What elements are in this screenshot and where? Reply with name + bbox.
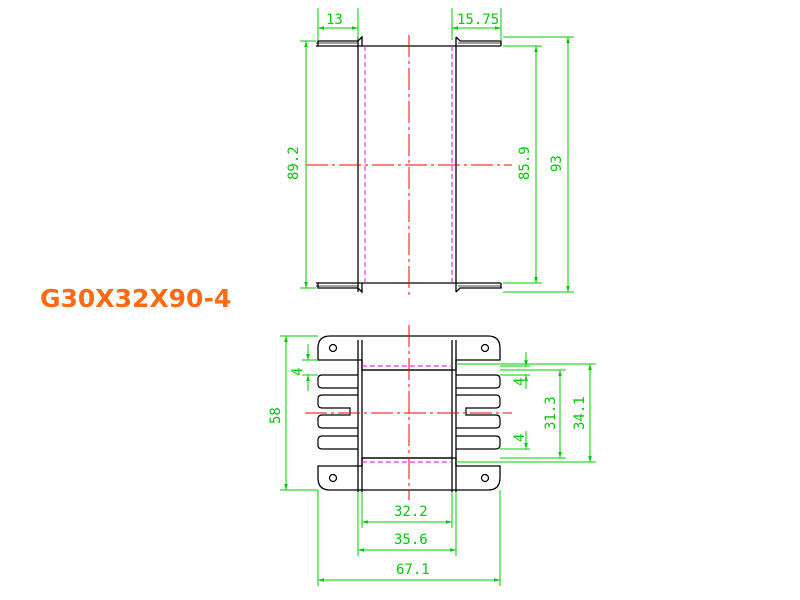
centerlines bbox=[306, 35, 512, 295]
right-comb-fins bbox=[456, 374, 501, 450]
top-dimension-text: 58 4 4 4 31.3 34.1 32.2 35.6 67.1 bbox=[268, 368, 588, 578]
top-hidden-lines bbox=[362, 365, 452, 463]
dim-window: 85.9 bbox=[517, 146, 533, 180]
dim-core-width: 32.2 bbox=[394, 504, 428, 520]
dim-bobbin-width: 35.6 bbox=[394, 532, 428, 548]
dim-slot: 4 bbox=[290, 368, 306, 376]
hole-icon bbox=[480, 473, 490, 483]
top-centerlines bbox=[305, 325, 512, 500]
hole-icon bbox=[328, 343, 338, 353]
core-window bbox=[362, 369, 452, 459]
dim-slot-right-lower: 4 bbox=[512, 434, 528, 442]
top-dimensions bbox=[280, 335, 596, 586]
dim-overall-inner: 89.2 bbox=[286, 146, 302, 180]
mounting-holes bbox=[328, 343, 490, 483]
dim-flange-left: 13 bbox=[326, 12, 343, 28]
dim-core-height: 31.3 bbox=[543, 396, 559, 430]
hole-icon bbox=[480, 343, 490, 353]
dim-flange-right: 15.75 bbox=[457, 12, 499, 28]
dim-overall: 93 bbox=[549, 155, 565, 172]
core-walls bbox=[357, 340, 457, 492]
part-number-label: G30X32X90-4 bbox=[40, 284, 232, 313]
dim-overall-width: 67.1 bbox=[396, 562, 430, 578]
left-comb-fins bbox=[317, 374, 358, 450]
side-dimensions bbox=[300, 8, 574, 293]
dim-slot-right-upper: 4 bbox=[512, 378, 528, 386]
top-view: 58 4 4 4 31.3 34.1 32.2 35.6 67.1 bbox=[268, 325, 596, 586]
side-dimension-text: 13 15.75 89.2 85.9 93 bbox=[286, 12, 565, 180]
hole-icon bbox=[328, 473, 338, 483]
dim-bobbin-height: 34.1 bbox=[572, 396, 588, 430]
dim-height: 58 bbox=[268, 407, 284, 424]
side-view: 13 15.75 89.2 85.9 93 bbox=[286, 8, 574, 295]
